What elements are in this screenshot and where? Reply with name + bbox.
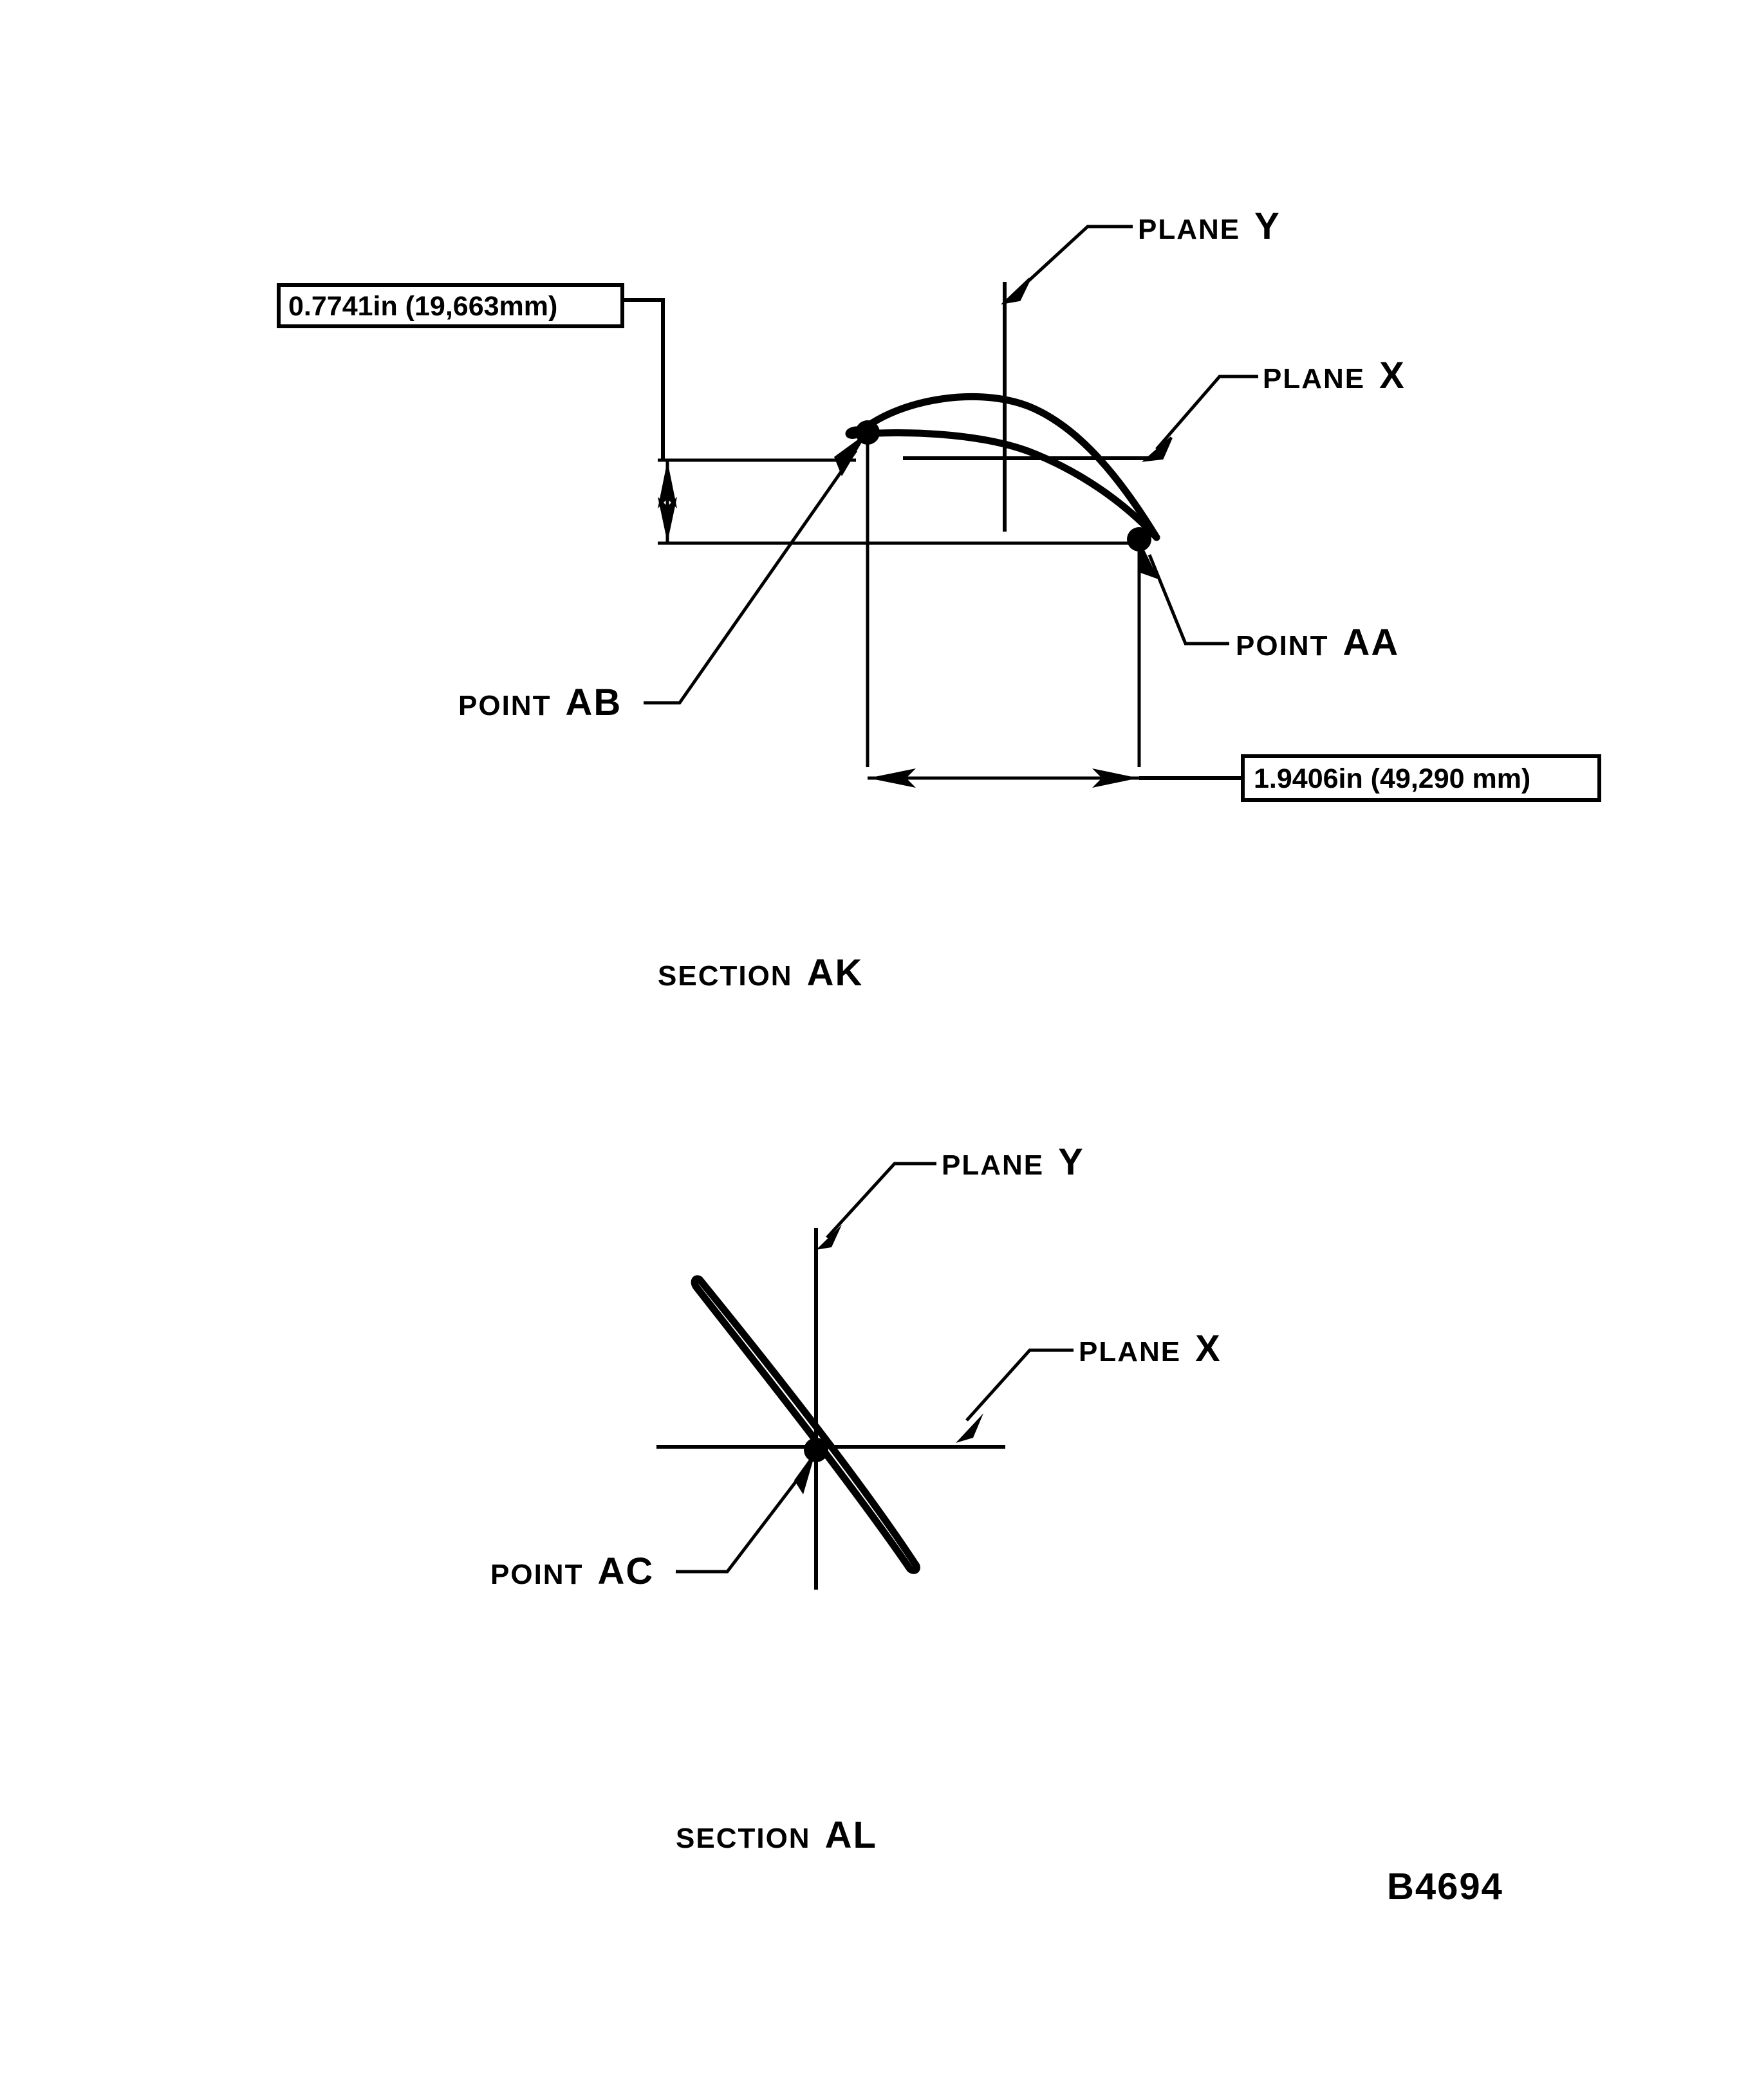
plane-y-label-prefix: PLANE <box>1138 214 1241 245</box>
section-ak-geometry <box>618 225 1258 788</box>
point-ab-label: POINT AB <box>458 681 622 724</box>
point-ac-label-id: AC <box>597 1550 655 1592</box>
point-aa-label: POINT AA <box>1236 621 1399 664</box>
vdim-arrow-up <box>658 461 677 508</box>
plane-x-leader <box>1155 375 1258 451</box>
plane-y-label-al-prefix: PLANE <box>942 1149 1045 1181</box>
airfoil-lower-surface <box>852 429 1160 541</box>
plane-x-leader-arrow <box>1141 436 1173 462</box>
horizontal-dimension-text: 1.9406in (49,290 mm) <box>1254 763 1531 794</box>
airfoil-upper-surface <box>859 393 1160 541</box>
vertical-dimension-box <box>277 283 624 328</box>
plane-y-leader <box>1014 225 1133 294</box>
plane-x-label-prefix: PLANE <box>1263 363 1366 395</box>
plane-x-label-id: X <box>1379 355 1406 396</box>
vdim-box-leader <box>618 298 665 460</box>
plane-y-leader-al <box>826 1162 936 1239</box>
point-ab-leader-arrow <box>834 432 868 476</box>
section-al-geometry <box>656 1162 1074 1590</box>
point-aa-label-prefix: POINT <box>1236 630 1329 662</box>
section-ak-caption-prefix: SECTION <box>658 960 793 992</box>
hdim-arrow-right <box>1092 768 1139 788</box>
point-aa-leader-arrow <box>1139 539 1158 579</box>
section-ak-caption: SECTION AK <box>658 951 863 994</box>
point-ab-leader <box>644 449 858 705</box>
section-al-caption: SECTION AL <box>676 1814 877 1857</box>
plane-y-label-al-id: Y <box>1058 1141 1084 1183</box>
section-al-caption-prefix: SECTION <box>676 1823 811 1854</box>
point-ac-label: POINT AC <box>490 1550 654 1593</box>
plane-y-leader-arrow <box>1000 277 1031 305</box>
plane-x-label-al: PLANE X <box>1079 1327 1222 1370</box>
plane-y-label-al: PLANE Y <box>942 1140 1084 1184</box>
point-aa-leader <box>1148 554 1229 646</box>
horizontal-dimension-box <box>1241 754 1601 802</box>
vertical-dimension-text: 0.7741in (19,663mm) <box>288 291 558 322</box>
section-ak-caption-id: AK <box>806 952 864 994</box>
vdim-arrow-down <box>658 497 677 543</box>
plane-x-leader-al <box>965 1348 1074 1422</box>
point-aa-label-id: AA <box>1343 622 1400 664</box>
plane-y-label: PLANE Y <box>1138 205 1281 248</box>
plane-x-label-al-id: X <box>1195 1328 1222 1370</box>
plane-x-leader-arrow-al <box>956 1413 983 1443</box>
airfoil-al-outline <box>691 1275 920 1574</box>
plane-x-label-al-prefix: PLANE <box>1079 1336 1182 1368</box>
plane-y-leader-arrow-al <box>816 1225 842 1250</box>
point-ac-leader <box>676 1467 807 1574</box>
point-ab-label-prefix: POINT <box>458 690 552 721</box>
point-ac-leader-arrow <box>794 1450 816 1494</box>
section-al-caption-id: AL <box>824 1814 877 1856</box>
plane-x-label: PLANE X <box>1263 354 1406 397</box>
point-ab-label-id: AB <box>565 682 622 723</box>
hdim-arrow-left <box>868 768 916 788</box>
point-ac-label-prefix: POINT <box>490 1559 584 1590</box>
plane-y-label-id: Y <box>1254 205 1281 247</box>
drawing-number: B4694 <box>1387 1866 1503 1908</box>
